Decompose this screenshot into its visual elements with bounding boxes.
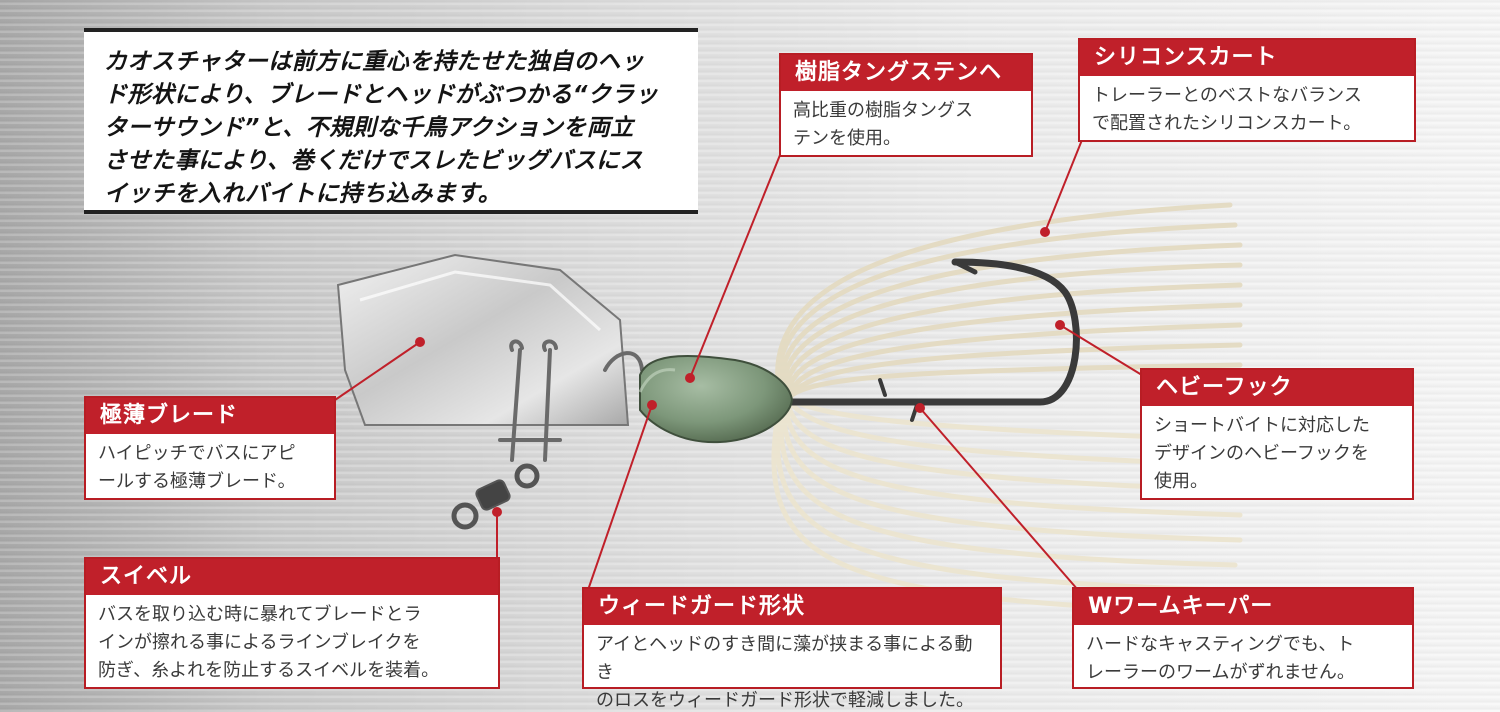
- callout-line: インが擦れる事によるラインブレイクを: [98, 632, 421, 653]
- callout-line: 使用。: [1154, 471, 1208, 492]
- callout-line: ールする極薄ブレード。: [98, 471, 296, 492]
- anchor-dots: [415, 227, 1065, 517]
- callout-line: ハードなキャスティングでも、ト: [1086, 634, 1355, 655]
- callout-title: ウィードガード形状: [584, 589, 1000, 625]
- intro-line: させた事により、巻くだけでスレたビッグバスにス: [104, 148, 644, 174]
- callout-title: スイベル: [86, 559, 498, 595]
- callout-title: Wワームキーパー: [1074, 589, 1412, 625]
- intro-description: カオスチャターは前方に重心を持たせた独自のヘッ ド形状により、ブレードとヘッドが…: [84, 28, 698, 214]
- callout-weed-guard: ウィードガード形状 アイとヘッドのすき間に藻が挟まる事による動き のロスをウィー…: [582, 587, 1002, 711]
- thin-blade: [336, 253, 630, 426]
- callout-line: 高比重の樹脂タングス: [793, 100, 973, 121]
- tungsten-head: [639, 354, 794, 444]
- callout-line: アイとヘッドのすき間に藻が挟まる事による動き: [596, 634, 973, 683]
- intro-line: カオスチャターは前方に重心を持たせた独自のヘッ: [104, 49, 645, 75]
- intro-line: イッチを入れバイトに持ち込みます。: [104, 181, 502, 207]
- callout-title: ヘビーフック: [1142, 370, 1412, 406]
- callout-line: レーラーのワームがずれません。: [1086, 662, 1355, 683]
- callout-title: シリコンスカート: [1080, 40, 1414, 76]
- callout-title: 樹脂タングステンヘッド: [781, 55, 1031, 121]
- intro-line: ド形状により、ブレードとヘッドがぶつかる“クラッ: [104, 82, 659, 108]
- callout-silicone-skirt: シリコンスカート トレーラーとのベストなバランス で配置されたシリコンスカート。: [1078, 38, 1416, 142]
- callout-line: のロスをウィードガード形状で軽減しました。: [596, 690, 974, 711]
- callout-resin-head: 樹脂タングステンヘッド 高比重の樹脂タングス テンを使用。: [779, 53, 1033, 157]
- silicone-skirt: [775, 202, 1243, 398]
- callout-line: バスを取り込む時に暴れてブレードとラ: [98, 604, 422, 625]
- callout-line: ショートバイトに対応した: [1154, 415, 1370, 436]
- callout-line: デザインのヘビーフックを: [1154, 443, 1369, 464]
- heavy-hook: [786, 258, 1080, 422]
- silicone-skirt-lower: [771, 397, 1243, 615]
- intro-line: ターサウンド”と、不規則な千鳥アクションを両立: [104, 115, 634, 141]
- callout-thin-blade: 極薄ブレード ハイピッチでバスにアピ ールする極薄ブレード。: [84, 396, 336, 500]
- wire-arm: [498, 339, 644, 462]
- callout-line: トレーラーとのベストなバランス: [1092, 85, 1362, 106]
- swivel: [451, 463, 540, 530]
- callout-line: 防ぎ、糸よれを防止するスイベルを装着。: [98, 660, 440, 681]
- callout-heavy-hook: ヘビーフック ショートバイトに対応した デザインのヘビーフックを 使用。: [1140, 368, 1414, 500]
- callout-line: で配置されたシリコンスカート。: [1092, 113, 1362, 134]
- callout-line: テンを使用。: [793, 128, 901, 149]
- callout-swivel: スイベル バスを取り込む時に暴れてブレードとラ インが擦れる事によるラインブレイ…: [84, 557, 500, 689]
- callout-title: 極薄ブレード: [86, 398, 334, 434]
- callout-worm-keeper: Wワームキーパー ハードなキャスティングでも、ト レーラーのワームがずれません。: [1072, 587, 1414, 689]
- callout-line: ハイピッチでバスにアピ: [98, 443, 296, 464]
